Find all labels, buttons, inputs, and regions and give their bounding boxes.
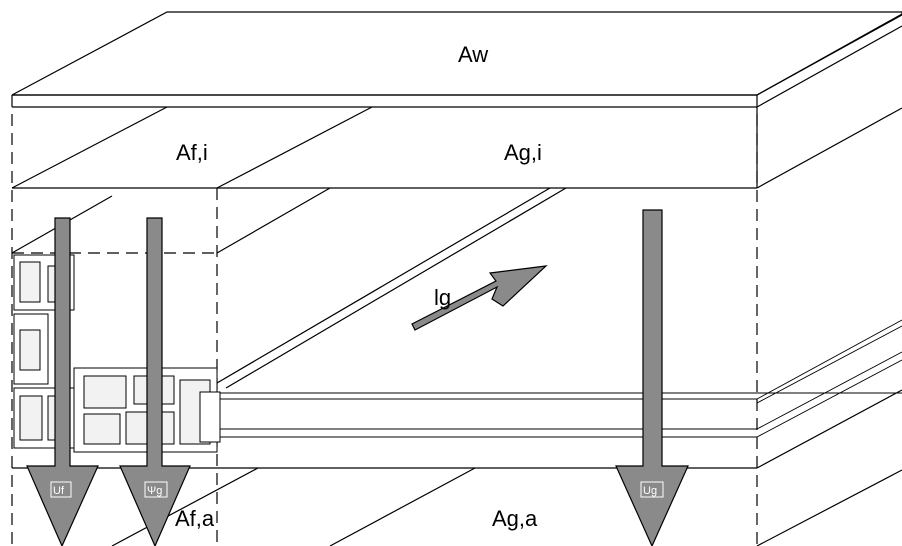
dashed-boundaries xyxy=(11,95,758,546)
ag-i-label: Ag,i xyxy=(504,140,542,165)
middle-slab xyxy=(11,106,902,189)
uf-arrow: Uf xyxy=(26,217,99,546)
psi-g-arrow: Ψg xyxy=(119,217,191,546)
uf-label: Uf xyxy=(53,485,65,497)
ag-a-label: Ag,a xyxy=(492,506,538,531)
psi-g-label: Ψg xyxy=(147,485,162,497)
ug-label: Ug xyxy=(643,485,657,497)
window-frame-profile xyxy=(13,254,221,453)
top-slab-aw xyxy=(11,11,902,108)
af-a-label: Af,a xyxy=(175,506,215,531)
glass-panes xyxy=(217,319,902,438)
lg-label: lg xyxy=(434,285,451,310)
aw-label: Aw xyxy=(458,42,488,67)
ug-arrow: Ug xyxy=(615,209,689,546)
af-i-label: Af,i xyxy=(176,140,208,165)
lg-arrow xyxy=(411,265,548,331)
